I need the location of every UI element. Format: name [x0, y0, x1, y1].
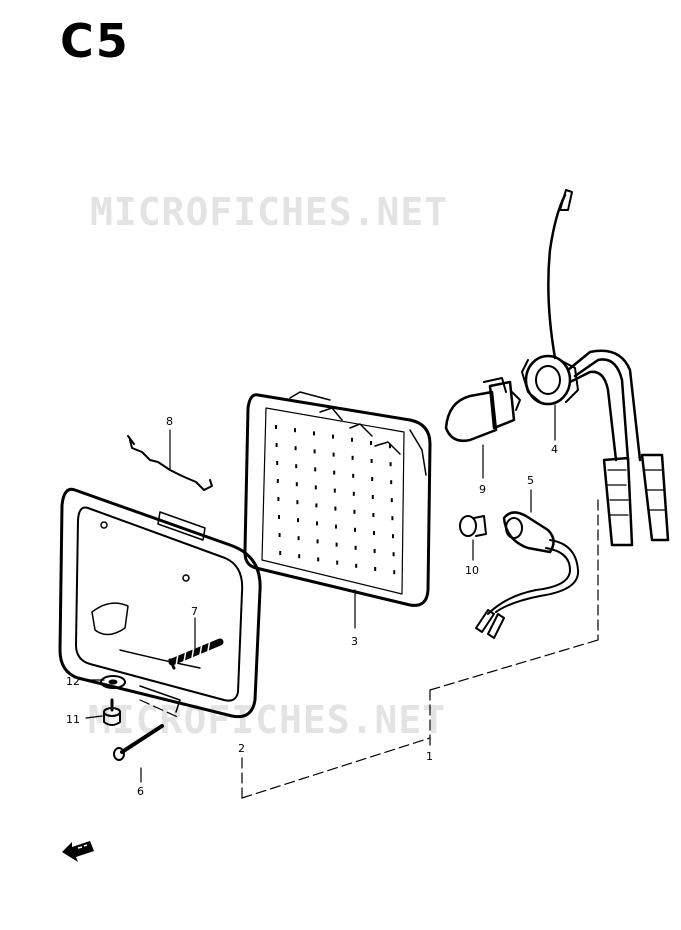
callout-1: 1 — [426, 750, 433, 763]
arrow-left-icon — [62, 841, 94, 862]
headlight-socket — [521, 189, 670, 547]
callout-8: 8 — [166, 415, 173, 428]
leader-lines — [85, 404, 556, 783]
position-bulb — [459, 515, 487, 537]
headlight-lens — [243, 391, 432, 607]
headlight-bulb — [444, 377, 521, 442]
callout-7: 7 — [191, 605, 198, 618]
callout-6: 6 — [137, 785, 144, 798]
callout-numbers: 8 7 3 4 9 5 10 12 11 2 1 6 — [66, 415, 558, 798]
page-code: C5 — [60, 14, 130, 68]
headlight-rim — [58, 487, 262, 719]
screw — [113, 724, 164, 761]
callout-2: 2 — [238, 742, 245, 755]
callout-10: 10 — [465, 564, 479, 577]
lens-pattern — [275, 425, 396, 575]
nut — [103, 698, 121, 726]
callout-4: 4 — [551, 443, 558, 456]
assembly-bracket — [139, 499, 599, 799]
callout-5: 5 — [527, 474, 534, 487]
adjusting-screw — [168, 638, 224, 670]
washer — [100, 675, 126, 689]
adjusting-spring — [129, 439, 213, 491]
position-socket — [475, 511, 580, 639]
callout-11: 11 — [66, 713, 80, 726]
callout-9: 9 — [479, 483, 486, 496]
callout-3: 3 — [351, 635, 358, 648]
callout-12: 12 — [66, 675, 80, 688]
watermark-top: MICROFICHES.NET — [90, 190, 449, 234]
